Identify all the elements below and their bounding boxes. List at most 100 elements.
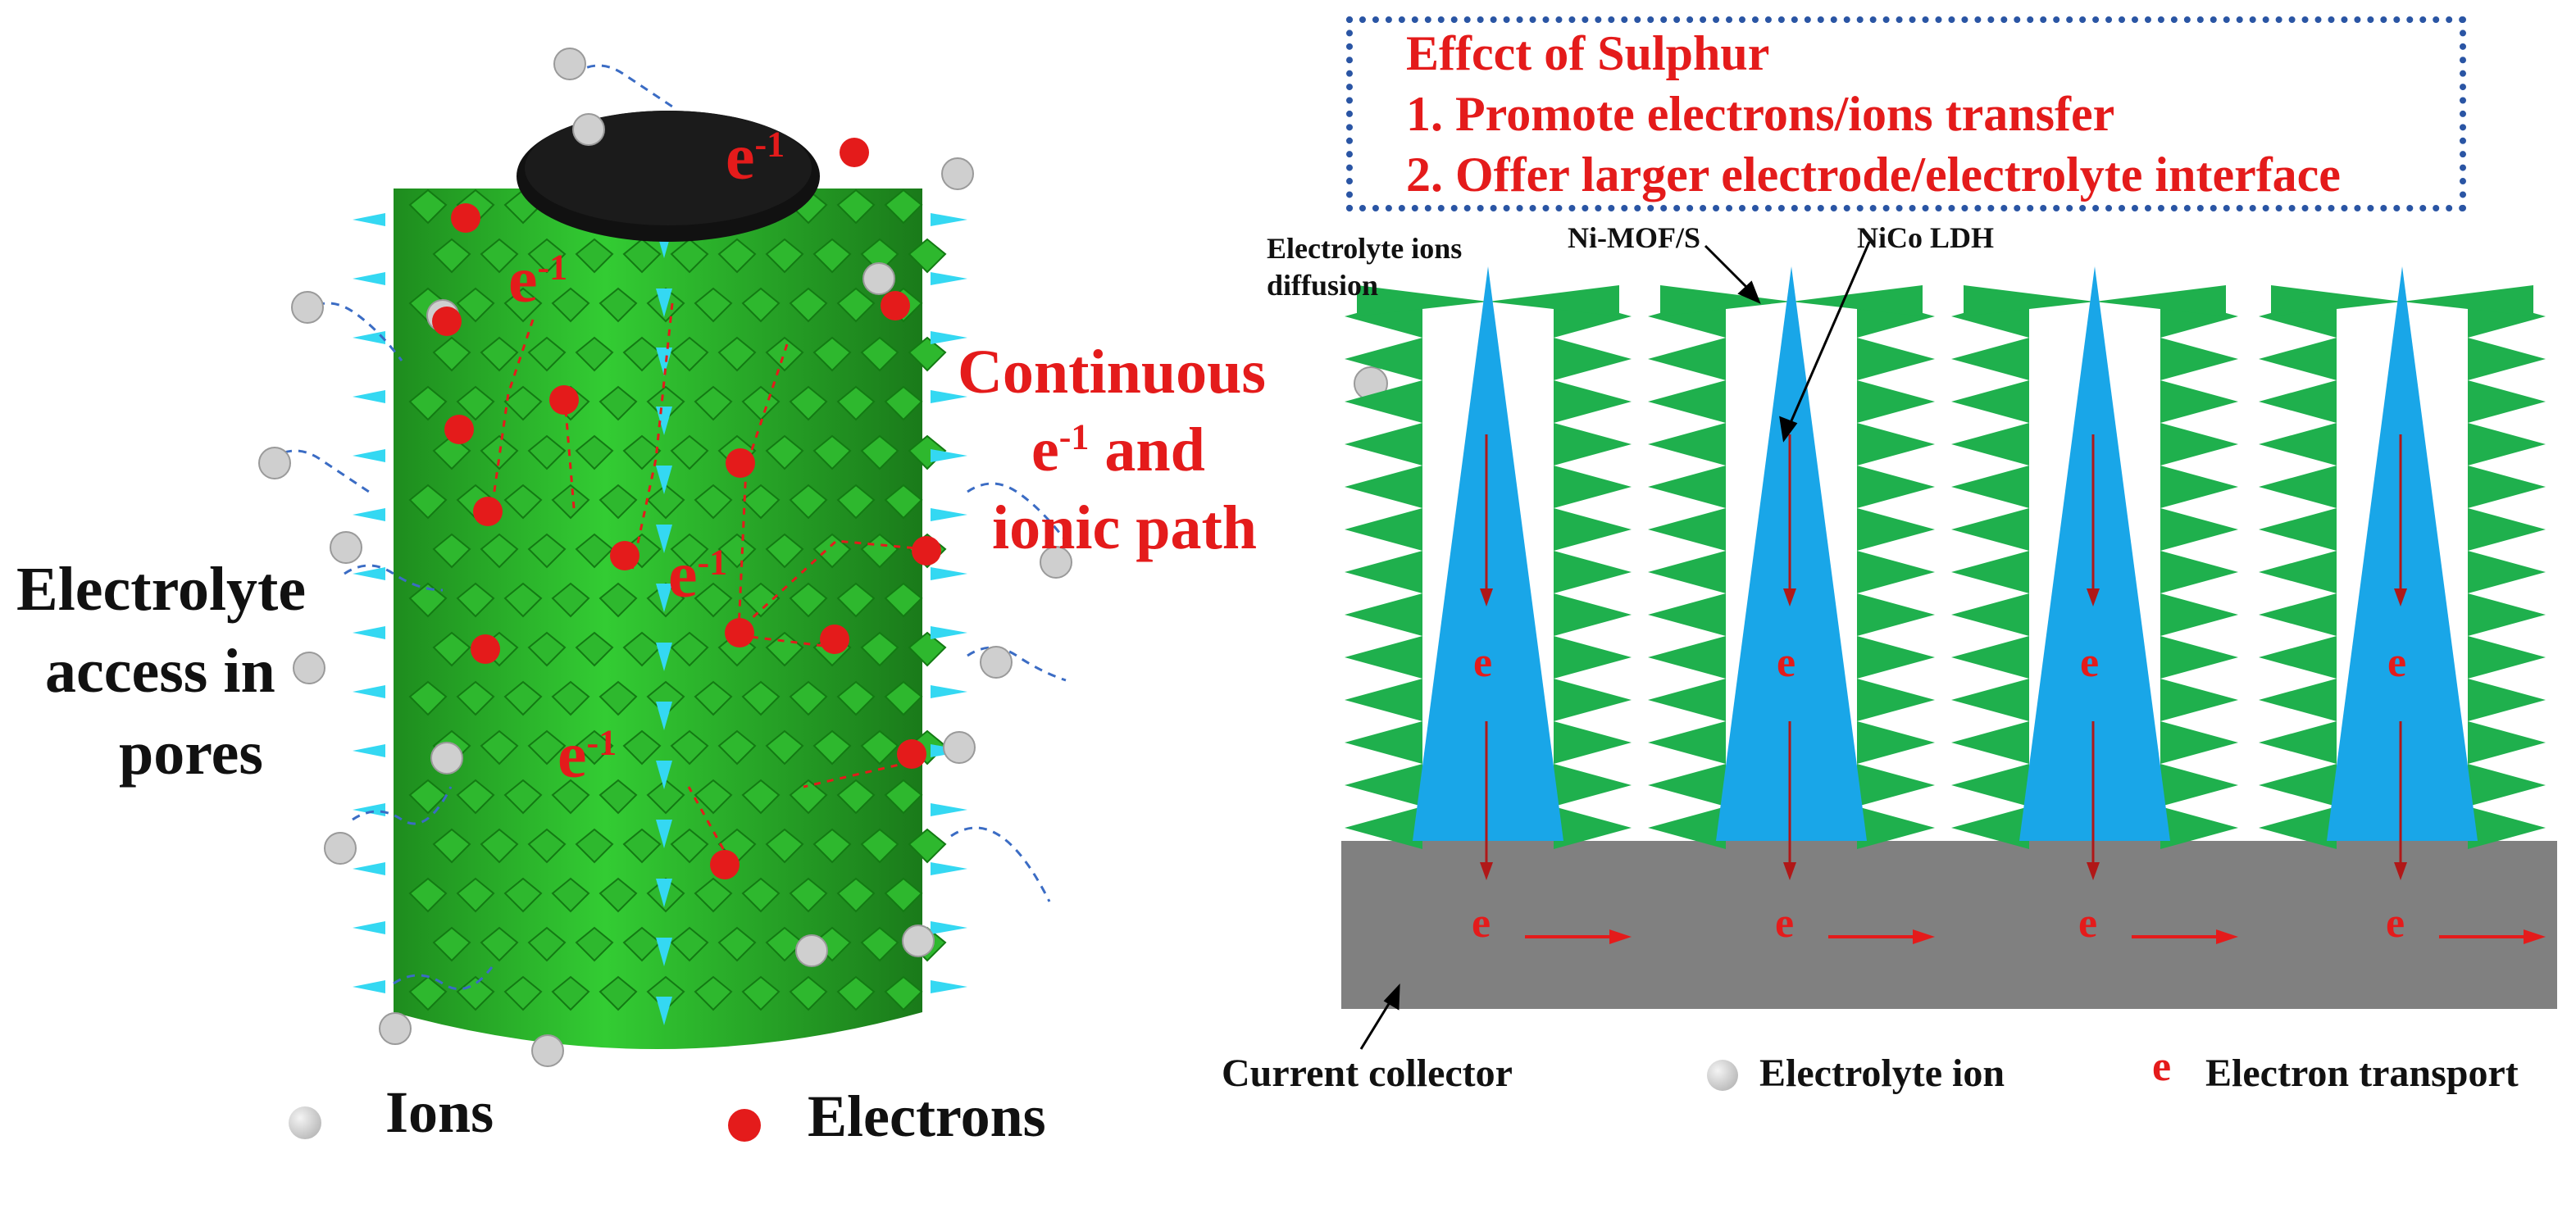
leaf-shape (527, 238, 567, 274)
ion-dot (862, 262, 895, 295)
ion-dot (943, 731, 976, 764)
leaf-triangle (2259, 508, 2337, 551)
leaf-triangle (1345, 508, 1422, 551)
leaf-shape (575, 926, 614, 962)
leaf-triangle (1345, 423, 1422, 466)
leaf-shape (598, 975, 638, 1011)
cyan-spike (656, 702, 672, 730)
leaf-triangle (1554, 338, 1632, 380)
leaf-triangle (1345, 679, 1422, 721)
nico-ldh-cone (1413, 266, 1563, 841)
leaf-triangle (2468, 764, 2546, 806)
leaf-shape (812, 434, 852, 470)
electron-dot (881, 291, 910, 320)
leaf-triangle (2468, 679, 2546, 721)
access-label-line2: access in (45, 637, 275, 706)
leaf-shape (884, 680, 923, 716)
leaf-triangle (1648, 423, 1726, 466)
leaf-triangle (1951, 806, 2029, 849)
leaf-shape (456, 385, 495, 421)
cyan-spike (931, 508, 967, 521)
leaf-triangle (2160, 423, 2238, 466)
ion-dot (291, 291, 324, 324)
diffusion-label-line1: Electrolyte ions (1267, 232, 1463, 265)
cyan-spike (931, 803, 967, 816)
leaf-shape (717, 238, 757, 274)
ldh-label: NiCo LDH (1857, 221, 1995, 254)
cyan-spike (656, 466, 672, 494)
leaf-shape (765, 533, 804, 569)
leaf-shape (551, 877, 590, 913)
leaf-triangle (1951, 636, 2029, 679)
leaf-triangle (2468, 593, 2546, 636)
leaf-triangle (2160, 636, 2238, 679)
leaf-triangle (1554, 508, 1632, 551)
leaf-shape (670, 729, 709, 766)
leaf-triangle (1554, 806, 1632, 849)
leaf-shape (575, 828, 614, 864)
leaf-shape (836, 484, 876, 520)
leaf-triangle (2468, 380, 2546, 423)
leaf-shape (884, 484, 923, 520)
leaf-shape (765, 238, 804, 274)
leaf-triangle (1554, 721, 1632, 764)
cyan-spike (931, 567, 967, 580)
leaf-shape (741, 582, 781, 618)
leaf-shape (503, 877, 543, 913)
electron-dot (840, 138, 869, 167)
leaf-shape (456, 779, 495, 815)
leaf-shape (551, 975, 590, 1011)
leaf-shape (741, 975, 781, 1011)
electron-dot (725, 618, 754, 647)
leaf-triangle (1345, 380, 1422, 423)
cyan-spike (353, 685, 385, 698)
leaf-triangle (1951, 466, 2029, 508)
current-collector (1341, 841, 2557, 1009)
electron-dot (710, 850, 740, 879)
leaf-shape (527, 336, 567, 372)
leaf-triangle (1951, 551, 2029, 593)
leaf-shape (598, 680, 638, 716)
leaf-triangle (2160, 551, 2238, 593)
cyan-spike (931, 980, 967, 993)
cyan-spike (656, 997, 672, 1025)
leaf-shape (503, 680, 543, 716)
effect-title: Effcct of Sulphur (1406, 26, 1770, 80)
leaf-shape (598, 287, 638, 323)
leaf-triangle (1951, 380, 2029, 423)
leaf-triangle (1857, 466, 1935, 508)
leaf-triangle (1554, 764, 1632, 806)
leaf-shape (717, 336, 757, 372)
leaf-triangle (2160, 466, 2238, 508)
leaf-shape (694, 975, 733, 1011)
electron-dot (726, 448, 755, 478)
electron-symbol: e (1473, 639, 1493, 686)
leaf-shape (575, 238, 614, 274)
leaf-shape (694, 877, 733, 913)
electron-dot (471, 634, 500, 664)
leaf-triangle (2468, 423, 2546, 466)
leaf-shape (456, 582, 495, 618)
cyan-spike (353, 272, 385, 285)
leaf-shape (551, 680, 590, 716)
leaf-triangle (1648, 380, 1726, 423)
leaf-shape (694, 680, 733, 716)
leaf-shape (908, 336, 947, 372)
leaf-shape (622, 238, 662, 274)
electron-label: e-1 (558, 720, 617, 792)
cyan-spike (353, 390, 385, 403)
leaf-shape (503, 287, 543, 323)
ion-dot (430, 742, 463, 775)
leaf-shape (741, 484, 781, 520)
leaf-triangle (1857, 380, 1935, 423)
access-label-line1: Electrolyte (16, 555, 307, 624)
leaf-shape (812, 533, 852, 569)
leaf-shape (789, 385, 828, 421)
ion-dot (330, 531, 362, 564)
nanosheet-column (2259, 266, 2546, 944)
leaf-shape (836, 385, 876, 421)
leaf-shape (884, 779, 923, 815)
legend-electrolyte-ion-label: Electrolyte ion (1759, 1052, 2005, 1095)
leaf-shape (908, 238, 947, 274)
